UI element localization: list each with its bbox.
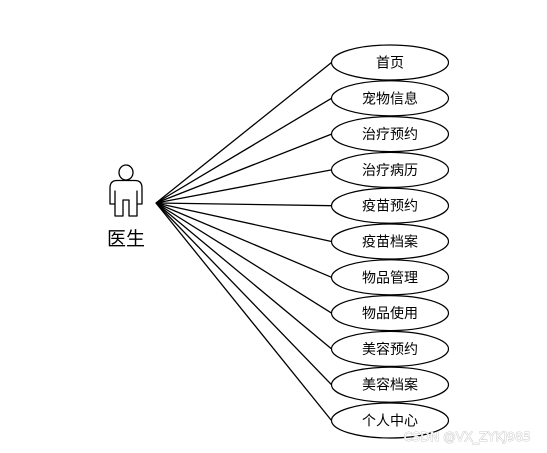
association-lines xyxy=(155,61,333,421)
use-case-label: 治疗病历 xyxy=(362,163,418,179)
use-case-label: 疫苗档案 xyxy=(362,234,418,251)
association-line xyxy=(155,202,332,350)
use-case: 美容档案 xyxy=(330,366,450,403)
person-icon xyxy=(109,164,143,217)
use-case-label: 美容预约 xyxy=(362,341,418,358)
use-case-ellipse xyxy=(330,402,450,439)
use-case: 治疗病历 xyxy=(330,151,450,188)
use-case-ellipse xyxy=(330,44,450,81)
use-case: 物品管理 xyxy=(330,259,450,296)
watermark: CSDN @VX_ZYKJ985 xyxy=(404,429,531,444)
association-line xyxy=(155,169,332,204)
use-case-ellipse xyxy=(330,151,450,188)
use-case-label: 物品使用 xyxy=(362,305,418,322)
association-line xyxy=(155,133,332,204)
actor-doctor: 医生 xyxy=(107,164,145,250)
use-case-label: 治疗预约 xyxy=(362,127,418,143)
use-case-ellipse xyxy=(330,223,450,260)
use-case-label: 美容档案 xyxy=(362,377,418,394)
use-case: 疫苗预约 xyxy=(330,187,450,224)
association-line xyxy=(155,202,332,278)
use-case-ellipse xyxy=(330,80,450,117)
use-case-ellipse xyxy=(330,259,450,296)
association-line xyxy=(155,202,332,386)
association-line xyxy=(155,202,332,243)
use-case: 个人中心 xyxy=(330,402,450,439)
use-case-label: 宠物信息 xyxy=(362,90,418,107)
use-case-ellipse xyxy=(330,366,450,403)
use-case: 美容预约 xyxy=(330,330,450,367)
use-case-label: 疫苗预约 xyxy=(362,199,418,215)
use-case-ellipse xyxy=(330,116,450,153)
use-case-list: 首页宠物信息治疗预约治疗病历疫苗预约疫苗档案物品管理物品使用美容预约美容档案个人… xyxy=(330,44,450,439)
actor-label: 医生 xyxy=(107,228,145,250)
use-case: 物品使用 xyxy=(330,295,450,332)
use-case-ellipse xyxy=(330,187,450,224)
association-line xyxy=(155,61,332,204)
use-case: 首页 xyxy=(330,44,450,81)
use-case-ellipse xyxy=(330,330,450,367)
use-case: 疫苗档案 xyxy=(330,223,450,260)
association-line xyxy=(155,202,332,207)
association-line xyxy=(155,202,332,314)
use-case-label: 个人中心 xyxy=(362,414,418,430)
use-case-ellipse xyxy=(330,295,450,332)
use-case: 宠物信息 xyxy=(330,80,450,117)
association-line xyxy=(155,97,332,204)
use-case-label: 物品管理 xyxy=(362,270,418,286)
use-case: 治疗预约 xyxy=(330,116,450,153)
association-line xyxy=(155,202,333,421)
use-case-label: 首页 xyxy=(376,56,404,72)
